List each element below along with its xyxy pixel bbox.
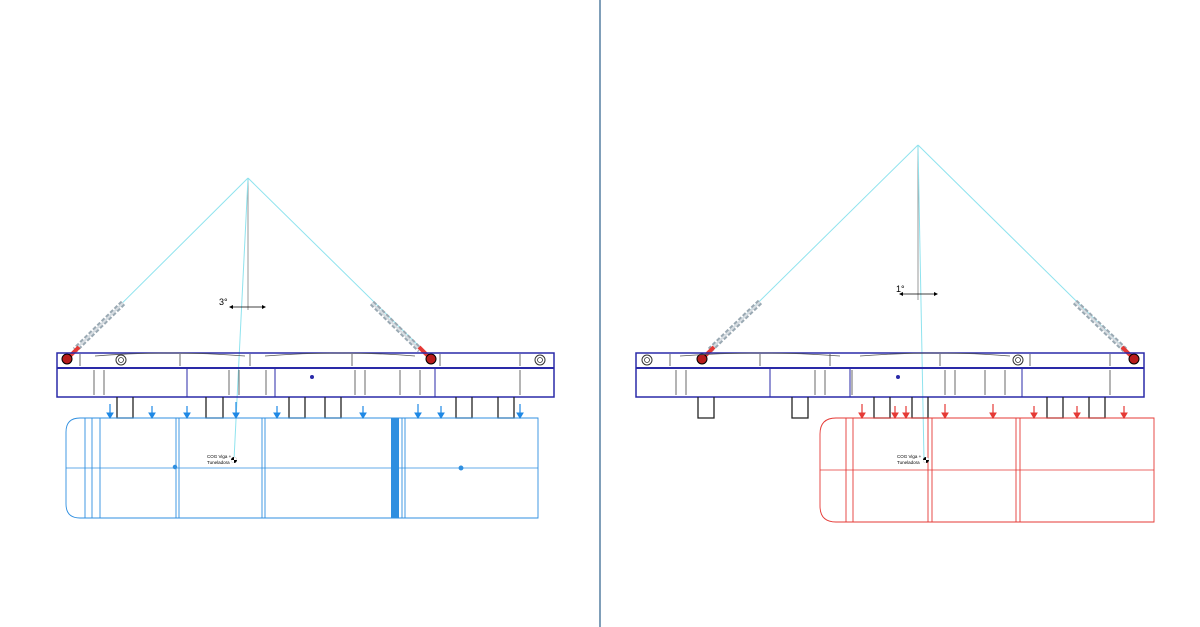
angle-annotation: 3° — [219, 297, 266, 309]
angle-label: 1° — [896, 284, 905, 294]
tunnel-boring-machine — [65, 417, 539, 519]
angle-label: 3° — [219, 297, 228, 307]
cog-label: COG Viga + — [207, 454, 232, 459]
angle-annotation: 1° — [896, 284, 938, 296]
panel-left: 3° — [56, 177, 555, 519]
load-arrow-icon — [106, 402, 524, 419]
tunnel-boring-machine — [819, 417, 1155, 523]
cog-label: Tuneladora — [897, 460, 920, 465]
cog-marker-icon — [231, 457, 237, 463]
load-arrow-icon — [858, 404, 1128, 419]
panel-right: 1° — [635, 144, 1155, 523]
chain-sling-icon — [707, 299, 1128, 353]
cog-label: Tuneladora — [207, 460, 230, 465]
cog-marker-icon — [923, 457, 929, 463]
chain-sling-icon — [72, 300, 423, 353]
cog-label: COG Viga + — [897, 454, 922, 459]
lifting-beam — [56, 352, 555, 419]
